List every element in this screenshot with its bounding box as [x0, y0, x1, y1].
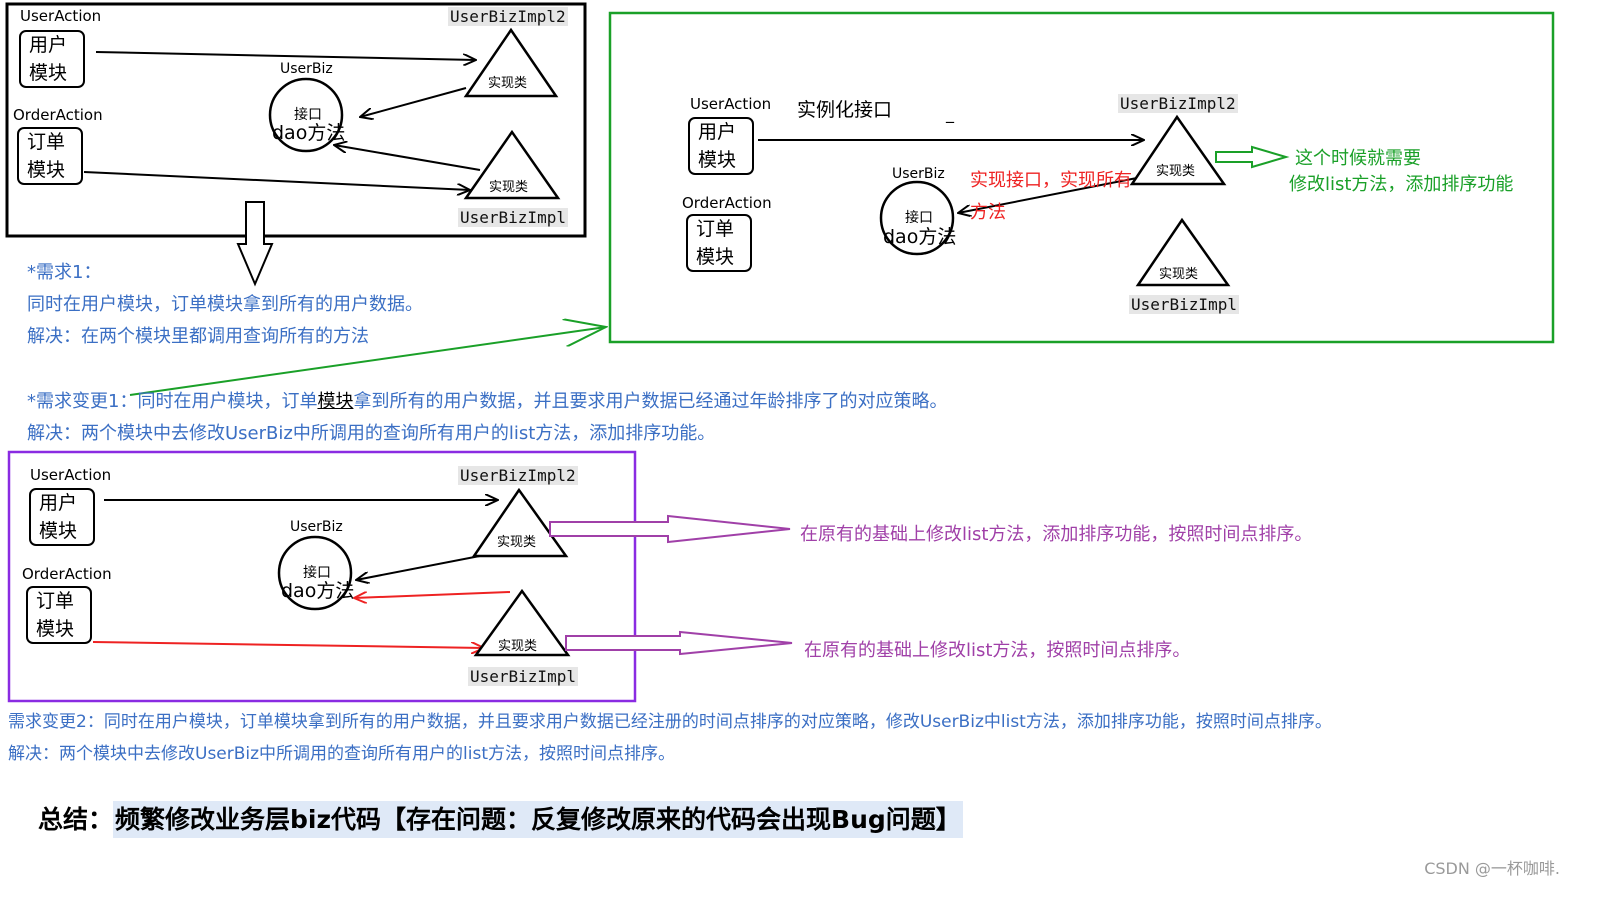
- d2-green-note-line1: 这个时候就需要: [1295, 148, 1421, 169]
- summary-prefix: 总结：: [38, 805, 114, 834]
- d1-dao-label: dao方法: [272, 122, 346, 144]
- d3-iface-label: 接口: [303, 565, 331, 581]
- d2-user-module-line2: 模块: [698, 149, 737, 171]
- d2-order-action-label: OrderAction: [682, 194, 772, 212]
- change1-desc-part1: *需求变更1：同时在用户模块，订单: [27, 391, 318, 412]
- summary: 总结：频繁修改业务层biz代码【存在问题：反复修改原来的代码会出现Bug问题】: [38, 800, 963, 838]
- d2-dao-label: dao方法: [883, 226, 957, 248]
- d2-impl-class-label: 实现类: [1159, 267, 1199, 282]
- d2-user-action-label: UserAction: [690, 95, 772, 113]
- d3-order-to-impl-red-arrow: [92, 641, 484, 648]
- down-hollow-arrow: [236, 201, 274, 287]
- d1-userbiz-circle: [268, 77, 344, 153]
- d3-impl2-class-label: 实现类: [497, 535, 537, 550]
- d1-order-action-label: OrderAction: [13, 106, 103, 124]
- d2-impl-label: UserBizImpl: [1129, 295, 1239, 314]
- d3-triangle-impl2: [471, 487, 569, 558]
- d2-order-module-line2: 模块: [696, 246, 735, 268]
- d3-impl2-label: UserBizImpl2: [458, 466, 578, 485]
- d3-userbiz-circle: [277, 535, 353, 611]
- d2-iface-label: 接口: [905, 210, 933, 226]
- d1-triangle-impl: [463, 129, 561, 200]
- d3-order-action-label: OrderAction: [22, 565, 112, 583]
- change1-desc-part3: 拿到所有的用户数据，并且要求用户数据已经通过年龄排序了的对应策略。: [353, 391, 948, 412]
- d1-impl2-to-biz-arrow: [360, 87, 467, 117]
- d3-impl-label: UserBizImpl: [468, 667, 578, 686]
- d3-order-module-line2: 模块: [36, 618, 75, 640]
- change1-desc: *需求变更1：同时在用户模块，订单模块拿到所有的用户数据，并且要求用户数据已经通…: [27, 387, 947, 413]
- req1-solution: 解决：在两个模块里都调用查询所有的方法: [27, 326, 369, 347]
- d1-triangle-impl2: [463, 27, 559, 98]
- d2-impl2-label: UserBizImpl2: [1118, 94, 1238, 113]
- d1-user-module-line2: 模块: [29, 62, 68, 84]
- d2-instantiate-label: 实例化接口: [797, 99, 893, 121]
- d2-green-right-arrow: [1215, 145, 1290, 169]
- d3-note-top: 在原有的基础上修改list方法，添加排序功能，按照时间点排序。: [800, 524, 1313, 545]
- d3-impl-class-label: 实现类: [498, 639, 538, 654]
- d1-impl-class-label: 实现类: [489, 180, 529, 195]
- d1-impl2-class-label: 实现类: [488, 76, 528, 91]
- d2-user-module-line1: 用户: [698, 121, 737, 143]
- d1-order-module-line1: 订单: [27, 131, 66, 153]
- change1-desc-underlined: 模块: [317, 391, 354, 412]
- d3-user-module-line2: 模块: [39, 520, 78, 542]
- d3-note-bottom: 在原有的基础上修改list方法，按照时间点排序。: [804, 640, 1191, 661]
- d2-impl2-class-label: 实现类: [1156, 164, 1196, 179]
- diagram2-frame: [608, 11, 1555, 344]
- d3-dao-label: dao方法: [281, 580, 355, 602]
- d3-order-module-line1: 订单: [36, 590, 75, 612]
- diagram3-frame: [7, 450, 637, 703]
- d2-triangle-impl2: [1129, 114, 1227, 186]
- diagram1-frame: [5, 2, 587, 238]
- change2-desc: 需求变更2：同时在用户模块，订单模块拿到所有的用户数据，并且要求用户数据已经注册…: [8, 712, 1332, 732]
- d3-purple-arrow-bottom: [565, 630, 793, 656]
- d3-purple-arrow-top: [549, 514, 791, 544]
- d3-userbiz-label: UserBiz: [290, 519, 343, 535]
- change2-solution: 解决：两个模块中去修改UserBiz中所调用的查询所有用户的list方法，按照时…: [8, 744, 676, 764]
- d1-order-to-impl-arrow: [83, 171, 470, 190]
- d3-user-module: 用户 模块: [29, 488, 95, 546]
- d2-dash-mark: _: [946, 104, 954, 123]
- d2-red-note-line1: 实现接口，实现所有: [970, 170, 1132, 191]
- d2-triangle-impl: [1135, 217, 1231, 287]
- d2-order-module-line1: 订单: [696, 218, 735, 240]
- d2-order-module: 订单 模块: [686, 214, 752, 272]
- d3-user-module-line1: 用户: [39, 492, 78, 514]
- d3-triangle-impl: [473, 588, 571, 657]
- d1-user-module-line1: 用户: [29, 34, 68, 56]
- d1-userbiz-label: UserBiz: [280, 61, 333, 77]
- d2-green-note-line2: 修改list方法，添加排序功能: [1289, 174, 1514, 195]
- d3-impl-to-biz-red-arrow: [354, 591, 511, 598]
- d3-impl2-to-biz-arrow: [356, 553, 491, 580]
- d2-userbiz-label: UserBiz: [892, 166, 945, 182]
- req1-title: *需求1：: [27, 262, 102, 283]
- d1-user-module: 用户 模块: [19, 30, 85, 88]
- d2-user-module: 用户 模块: [688, 117, 754, 175]
- change1-solution: 解决：两个模块中去修改UserBiz中所调用的查询所有用户的list方法，添加排…: [27, 423, 716, 444]
- req1-desc: 同时在用户模块，订单模块拿到所有的用户数据。: [27, 294, 423, 315]
- d1-impl2-label: UserBizImpl2: [448, 7, 568, 26]
- d2-red-note-line2: 方法: [970, 202, 1006, 223]
- watermark: CSDN @一杯咖啡.: [1424, 859, 1560, 878]
- d1-iface-label: 接口: [294, 107, 322, 123]
- summary-text: 频繁修改业务层biz代码【存在问题：反复修改原来的代码会出现Bug问题】: [113, 801, 963, 838]
- d3-user-action-label: UserAction: [30, 466, 112, 484]
- green-link-arrow: [129, 327, 606, 396]
- d1-user-action-label: UserAction: [20, 7, 102, 25]
- d2-impl2-to-biz-arrow: [958, 176, 1143, 213]
- d3-order-module: 订单 模块: [26, 586, 92, 644]
- d1-impl-label: UserBizImpl: [458, 208, 568, 227]
- d1-user-to-impl2-arrow: [95, 51, 476, 60]
- d1-order-module-line2: 模块: [27, 159, 66, 181]
- d1-impl-to-biz-arrow: [334, 145, 481, 171]
- d1-order-module: 订单 模块: [17, 127, 83, 185]
- d2-userbiz-circle: [879, 180, 955, 256]
